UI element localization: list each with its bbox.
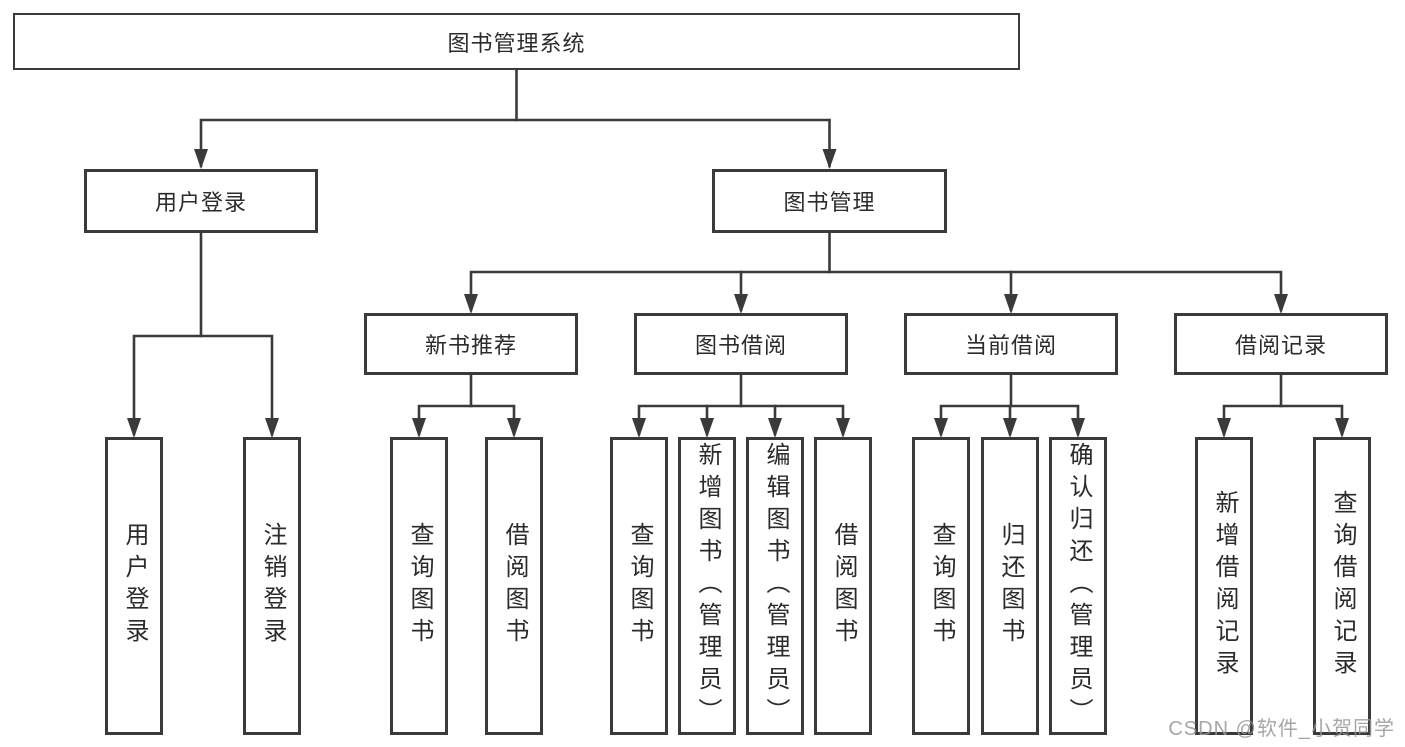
leaf-return-books: 归还图书 <box>981 437 1039 735</box>
connector-paths <box>132 68 1344 436</box>
node-library-system-root: 图书管理系统 <box>13 13 1020 70</box>
leaf-borrow-books-borrowing: 借阅图书 <box>814 437 872 735</box>
leaf-query-borrow-record: 查询借阅记录 <box>1313 437 1371 735</box>
leaf-borrow-books-newbooks: 借阅图书 <box>485 437 543 735</box>
node-current-borrowing: 当前借阅 <box>904 313 1118 375</box>
leaf-query-books-newbooks: 查询图书 <box>390 437 448 735</box>
node-book-management: 图书管理 <box>712 169 947 233</box>
node-borrow-records: 借阅记录 <box>1174 313 1388 375</box>
leaf-query-books-borrowing: 查询图书 <box>610 437 668 735</box>
csdn-watermark: CSDN @软件_小贺同学 <box>1168 718 1395 740</box>
node-book-borrowing: 图书借阅 <box>634 313 848 375</box>
leaf-edit-books-admin: 编辑图书（管理员） <box>746 437 804 735</box>
leaf-add-borrow-record: 新增借阅记录 <box>1195 437 1253 735</box>
node-new-book-recommend: 新书推荐 <box>364 313 578 375</box>
leaf-user-login: 用户登录 <box>105 437 163 735</box>
leaf-logout: 注销登录 <box>243 437 301 735</box>
leaf-query-books-current: 查询图书 <box>912 437 970 735</box>
leaf-add-books-admin: 新增图书（管理员） <box>678 437 736 735</box>
leaf-confirm-return-admin: 确认归还（管理员） <box>1049 437 1107 735</box>
node-user-login: 用户登录 <box>84 169 318 233</box>
